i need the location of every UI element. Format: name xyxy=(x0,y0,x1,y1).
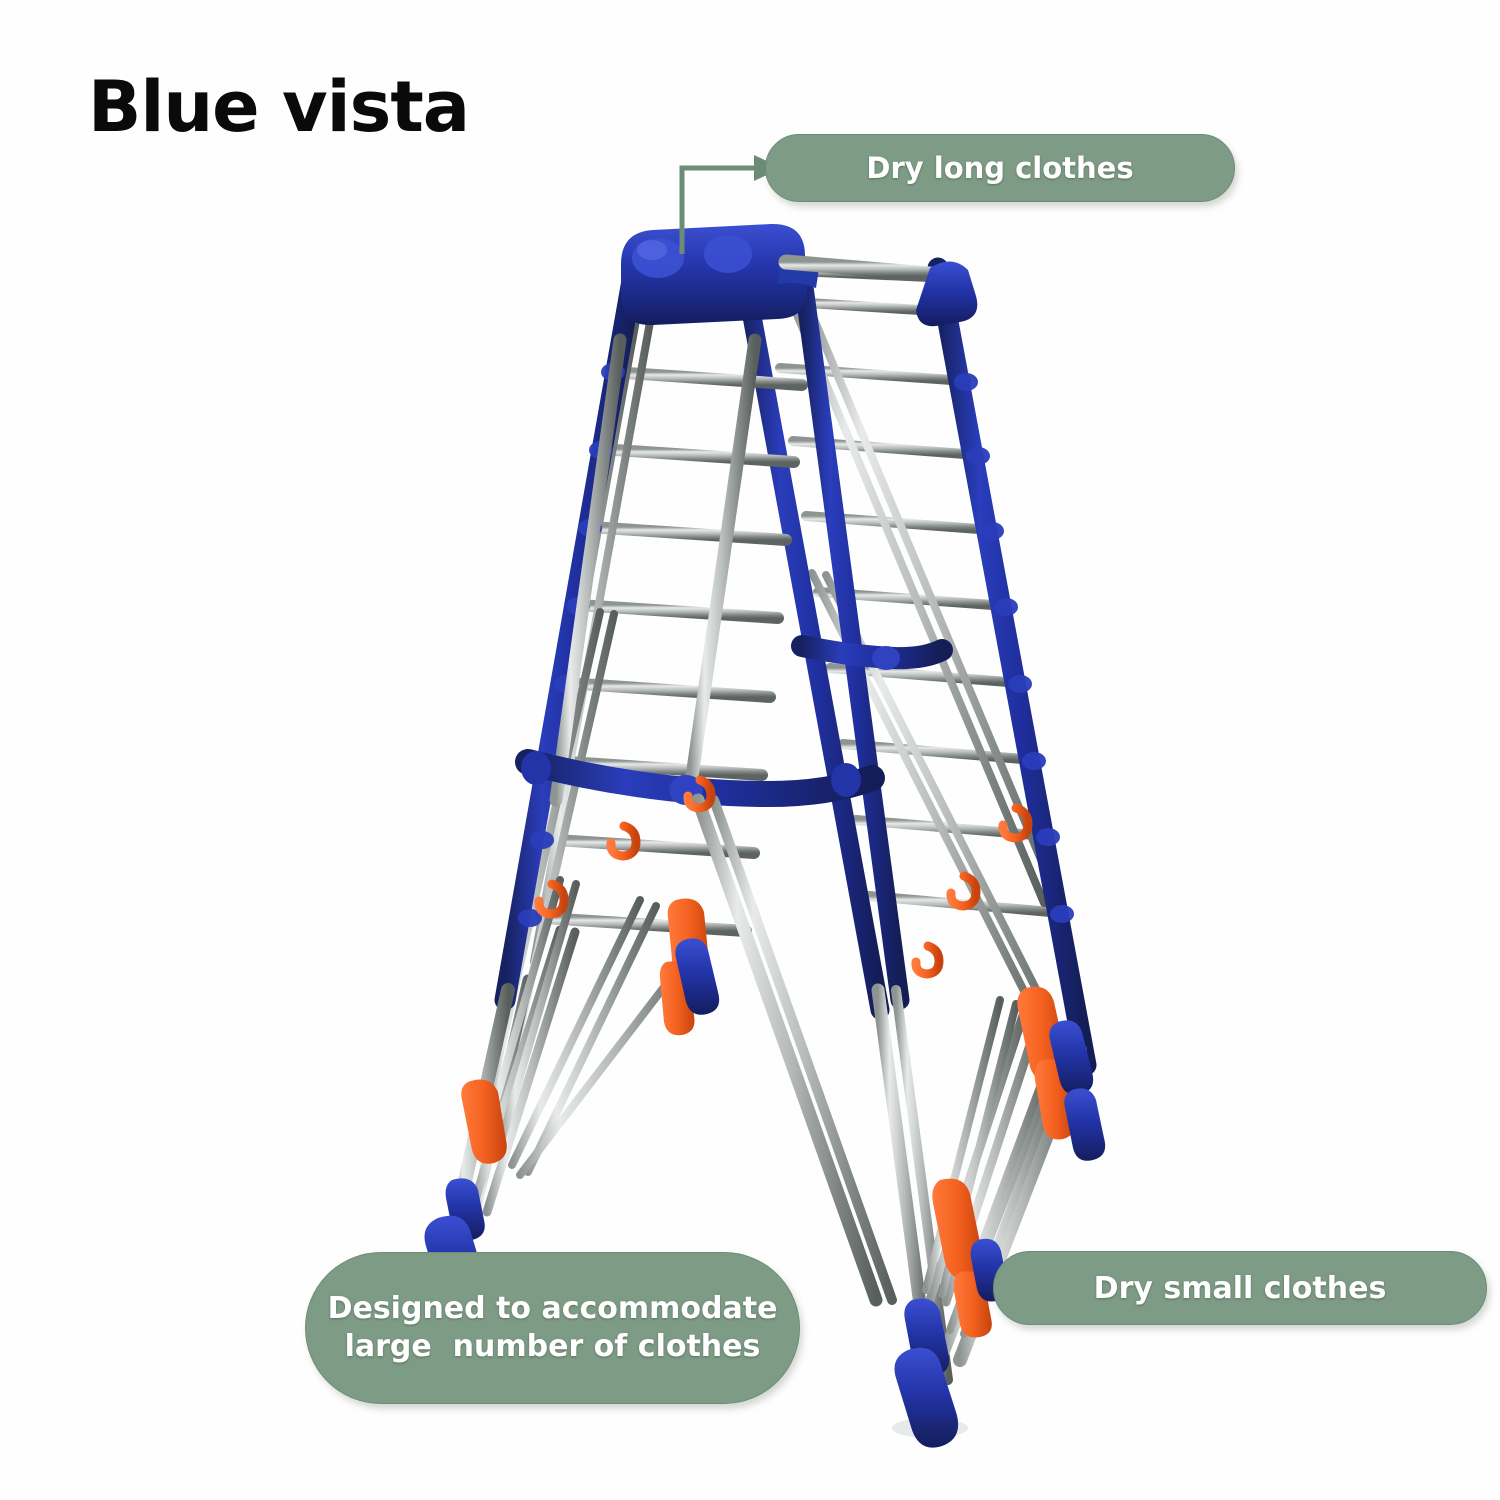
callout-dry-long-clothes: Dry long clothes xyxy=(765,134,1235,202)
callout-designed-to-accommodate: Designed to accommodate large number of … xyxy=(305,1252,800,1404)
callout-text: Dry long clothes xyxy=(866,151,1134,185)
back-wing-rungs xyxy=(736,262,1067,918)
right-top-cap xyxy=(916,261,978,327)
center-steel-legs xyxy=(549,333,762,807)
orange-s-hooks xyxy=(534,775,1033,979)
callout-dry-small-clothes: Dry small clothes xyxy=(993,1251,1487,1325)
top-chrome-rod xyxy=(778,254,960,284)
top-hinge-cap xyxy=(621,223,820,326)
brand-title: Blue vista xyxy=(88,66,470,148)
orange-wing-clamps xyxy=(461,898,1075,1338)
back-wing-right-rail xyxy=(927,257,1097,1076)
front-wing-right-rail xyxy=(792,262,910,1010)
callout-text: Dry small clothes xyxy=(1093,1270,1387,1306)
middle-crossbar-back xyxy=(791,635,953,670)
callout-text-line-1: Designed to accommodate xyxy=(327,1290,778,1326)
callout-text-line-2: large number of clothes xyxy=(344,1329,761,1364)
